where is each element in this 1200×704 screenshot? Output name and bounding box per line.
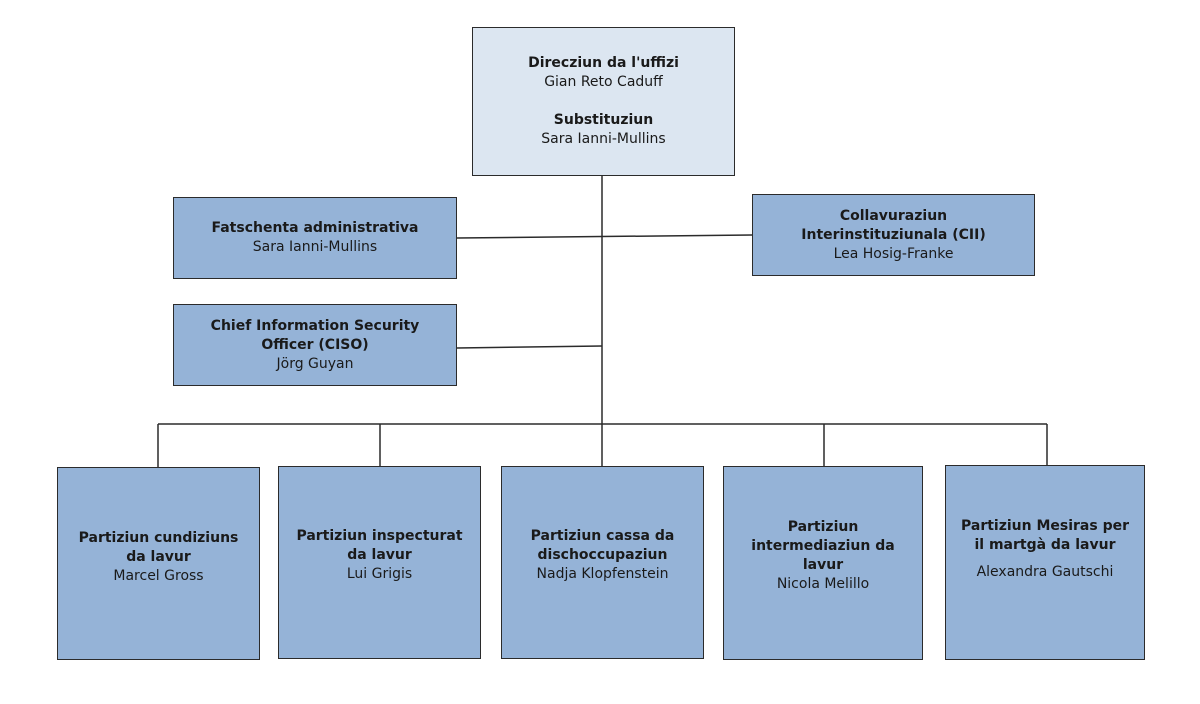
division-3-title-line2: dischoccupaziun <box>537 547 668 563</box>
division-box-3: Partiziun cassa da dischoccupaziun Nadja… <box>501 466 704 659</box>
ciso-title-line2: Officer (CISO) <box>261 336 369 353</box>
division-4-title-line2: intermediaziun da <box>751 538 895 554</box>
division-1-name: Marcel Gross <box>113 568 204 584</box>
division-5-title-line2: il martgà da lavur <box>974 537 1116 553</box>
ciso-box: Chief Information Security Officer (CISO… <box>173 304 457 386</box>
cii-name: Lea Hosig-Franke <box>833 245 954 262</box>
ciso-name: Jörg Guyan <box>276 355 354 372</box>
connector-admin <box>456 234 753 239</box>
admin-title: Fatschenta administrativa <box>211 220 419 236</box>
director-name: Gian Reto Caduff <box>544 74 663 90</box>
division-1-title-line2: da lavur <box>126 549 191 565</box>
division-3-name: Nadja Klopfenstein <box>536 566 669 582</box>
division-box-4: Partiziun intermediaziun da lavur Nicola… <box>723 466 923 660</box>
admin-name: Sara Ianni-Mullins <box>252 239 378 255</box>
division-box-5: Partiziun Mesiras per il martgà da lavur… <box>945 465 1145 660</box>
connector-ciso <box>456 345 603 349</box>
division-3-title-line1: Partiziun cassa da <box>530 528 675 544</box>
division-2-title-line1: Partiziun inspecturat <box>296 528 463 544</box>
cii-title-line1: Collavuraziun <box>839 207 948 224</box>
division-2-name: Lui Grigis <box>346 566 413 582</box>
division-4-name: Nicola Melillo <box>776 576 870 592</box>
division-box-2: Partiziun inspecturat da lavur Lui Grigi… <box>278 466 481 659</box>
division-5-name: Alexandra Gautschi <box>976 564 1114 580</box>
admin-box: Fatschenta administrativa Sara Ianni-Mul… <box>173 197 457 279</box>
director-box: Direcziun da l'uffizi Gian Reto Caduff S… <box>472 27 735 176</box>
division-4-title-line3: lavur <box>802 557 844 573</box>
division-5-title-line1: Partiziun Mesiras per <box>960 518 1130 534</box>
division-2-title-line2: da lavur <box>347 547 412 563</box>
director-title: Direcziun da l'uffizi <box>528 55 679 71</box>
division-1-title-line1: Partiziun cundiziuns <box>78 530 239 546</box>
deputy-name: Sara Ianni-Mullins <box>541 131 666 147</box>
cii-box: Collavuraziun Interinstituziunala (CII) … <box>752 194 1035 276</box>
division-4-title-line1: Partiziun <box>787 519 859 535</box>
deputy-title: Substituziun <box>553 112 654 128</box>
cii-title-line2: Interinstituziunala (CII) <box>801 226 986 243</box>
ciso-title-line1: Chief Information Security <box>210 317 420 334</box>
division-box-1: Partiziun cundiziuns da lavur Marcel Gro… <box>57 467 260 660</box>
